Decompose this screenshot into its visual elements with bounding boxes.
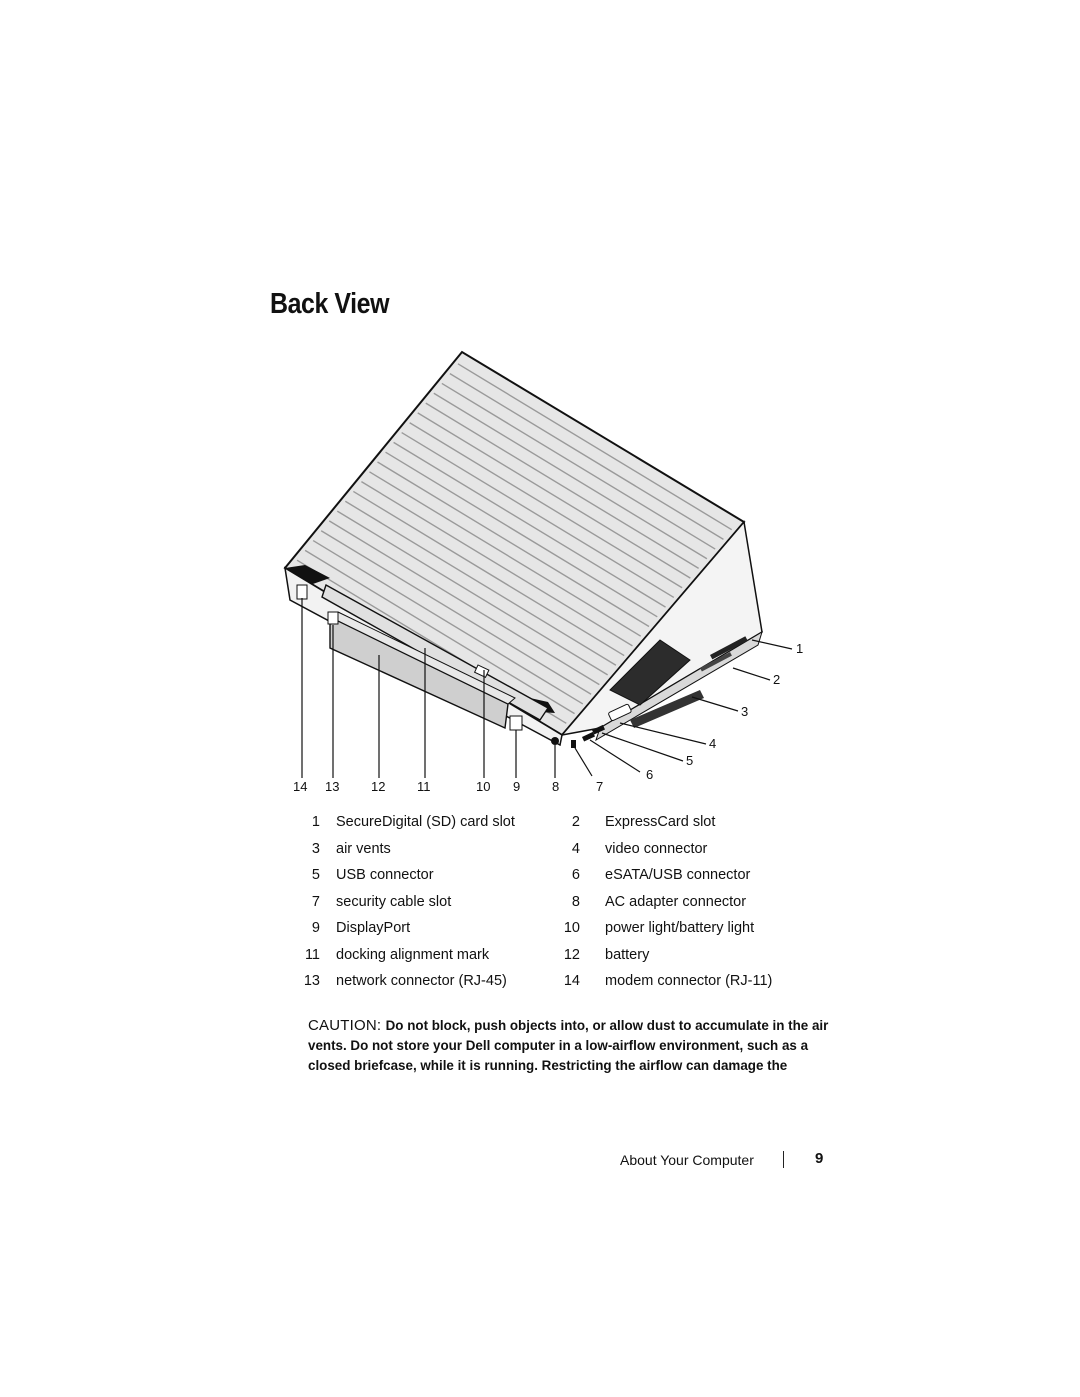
legend-label: network connector (RJ-45) (336, 973, 507, 989)
callout-8: 8 (552, 779, 559, 794)
callout-11: 11 (417, 779, 431, 794)
callout-9: 9 (513, 779, 520, 794)
callout-legend-table: 1 SecureDigital (SD) card slot 2 Express… (300, 814, 800, 1000)
legend-label: security cable slot (336, 893, 452, 910)
laptop-back-view-illustration: 14 13 12 11 10 9 8 7 1 2 3 4 5 6 (283, 350, 803, 794)
callout-6: 6 (646, 767, 653, 782)
legend-number: 9 (311, 920, 320, 936)
legend-number: 12 (563, 946, 580, 963)
legend-number: 13 (303, 973, 320, 989)
footer-divider (783, 1151, 784, 1168)
legend-label: AC adapter connector (605, 893, 747, 910)
callout-2: 2 (773, 672, 780, 687)
legend-row: 5 USB connector 6 eSATA/USB connector (300, 867, 800, 894)
legend-label: air vents (336, 840, 391, 857)
legend-label: battery (605, 946, 650, 963)
legend-number: 3 (311, 840, 320, 857)
caution-label: CAUTION: (308, 1017, 386, 1034)
callout-3: 3 (741, 704, 748, 719)
legend-number: 6 (571, 867, 580, 883)
legend-label: ExpressCard slot (605, 814, 716, 830)
caution-text: Do not block, push objects into, or allo… (308, 1018, 829, 1073)
callout-12: 12 (371, 779, 385, 794)
legend-number: 7 (311, 893, 320, 910)
caution-notice: CAUTION: Do not block, push objects into… (308, 1016, 838, 1076)
callout-7: 7 (596, 779, 603, 794)
callout-13: 13 (325, 779, 339, 794)
legend-number: 1 (311, 814, 320, 830)
legend-label: power light/battery light (605, 920, 755, 936)
legend-number: 14 (563, 973, 580, 989)
legend-row: 9 DisplayPort 10 power light/battery lig… (300, 920, 800, 947)
legend-number: 2 (571, 814, 580, 830)
legend-number: 5 (311, 867, 320, 883)
legend-row: 13 network connector (RJ-45) 14 modem co… (300, 973, 800, 1000)
callout-5: 5 (686, 753, 693, 768)
legend-row: 3 air vents 4 video connector (300, 841, 800, 868)
legend-label: USB connector (336, 867, 434, 883)
callout-14: 14 (293, 779, 307, 794)
legend-number: 4 (571, 840, 580, 857)
legend-label: SecureDigital (SD) card slot (336, 814, 515, 830)
legend-label: eSATA/USB connector (605, 867, 751, 883)
legend-number: 8 (571, 893, 580, 910)
legend-label: DisplayPort (336, 920, 411, 936)
footer-section-name: About Your Computer (620, 1152, 754, 1168)
page-title: Back View (270, 288, 390, 320)
legend-row: 1 SecureDigital (SD) card slot 2 Express… (300, 814, 800, 841)
callout-1: 1 (796, 641, 803, 656)
legend-number: 10 (563, 920, 580, 936)
callout-10: 10 (476, 779, 490, 794)
legend-label: video connector (605, 840, 708, 857)
legend-row: 11 docking alignment mark 12 battery (300, 947, 800, 974)
page-number: 9 (815, 1150, 824, 1167)
callout-4: 4 (709, 736, 716, 751)
legend-row: 7 security cable slot 8 AC adapter conne… (300, 894, 800, 921)
legend-number: 11 (304, 946, 320, 963)
legend-label: docking alignment mark (336, 946, 490, 963)
legend-label: modem connector (RJ-11) (605, 973, 773, 989)
